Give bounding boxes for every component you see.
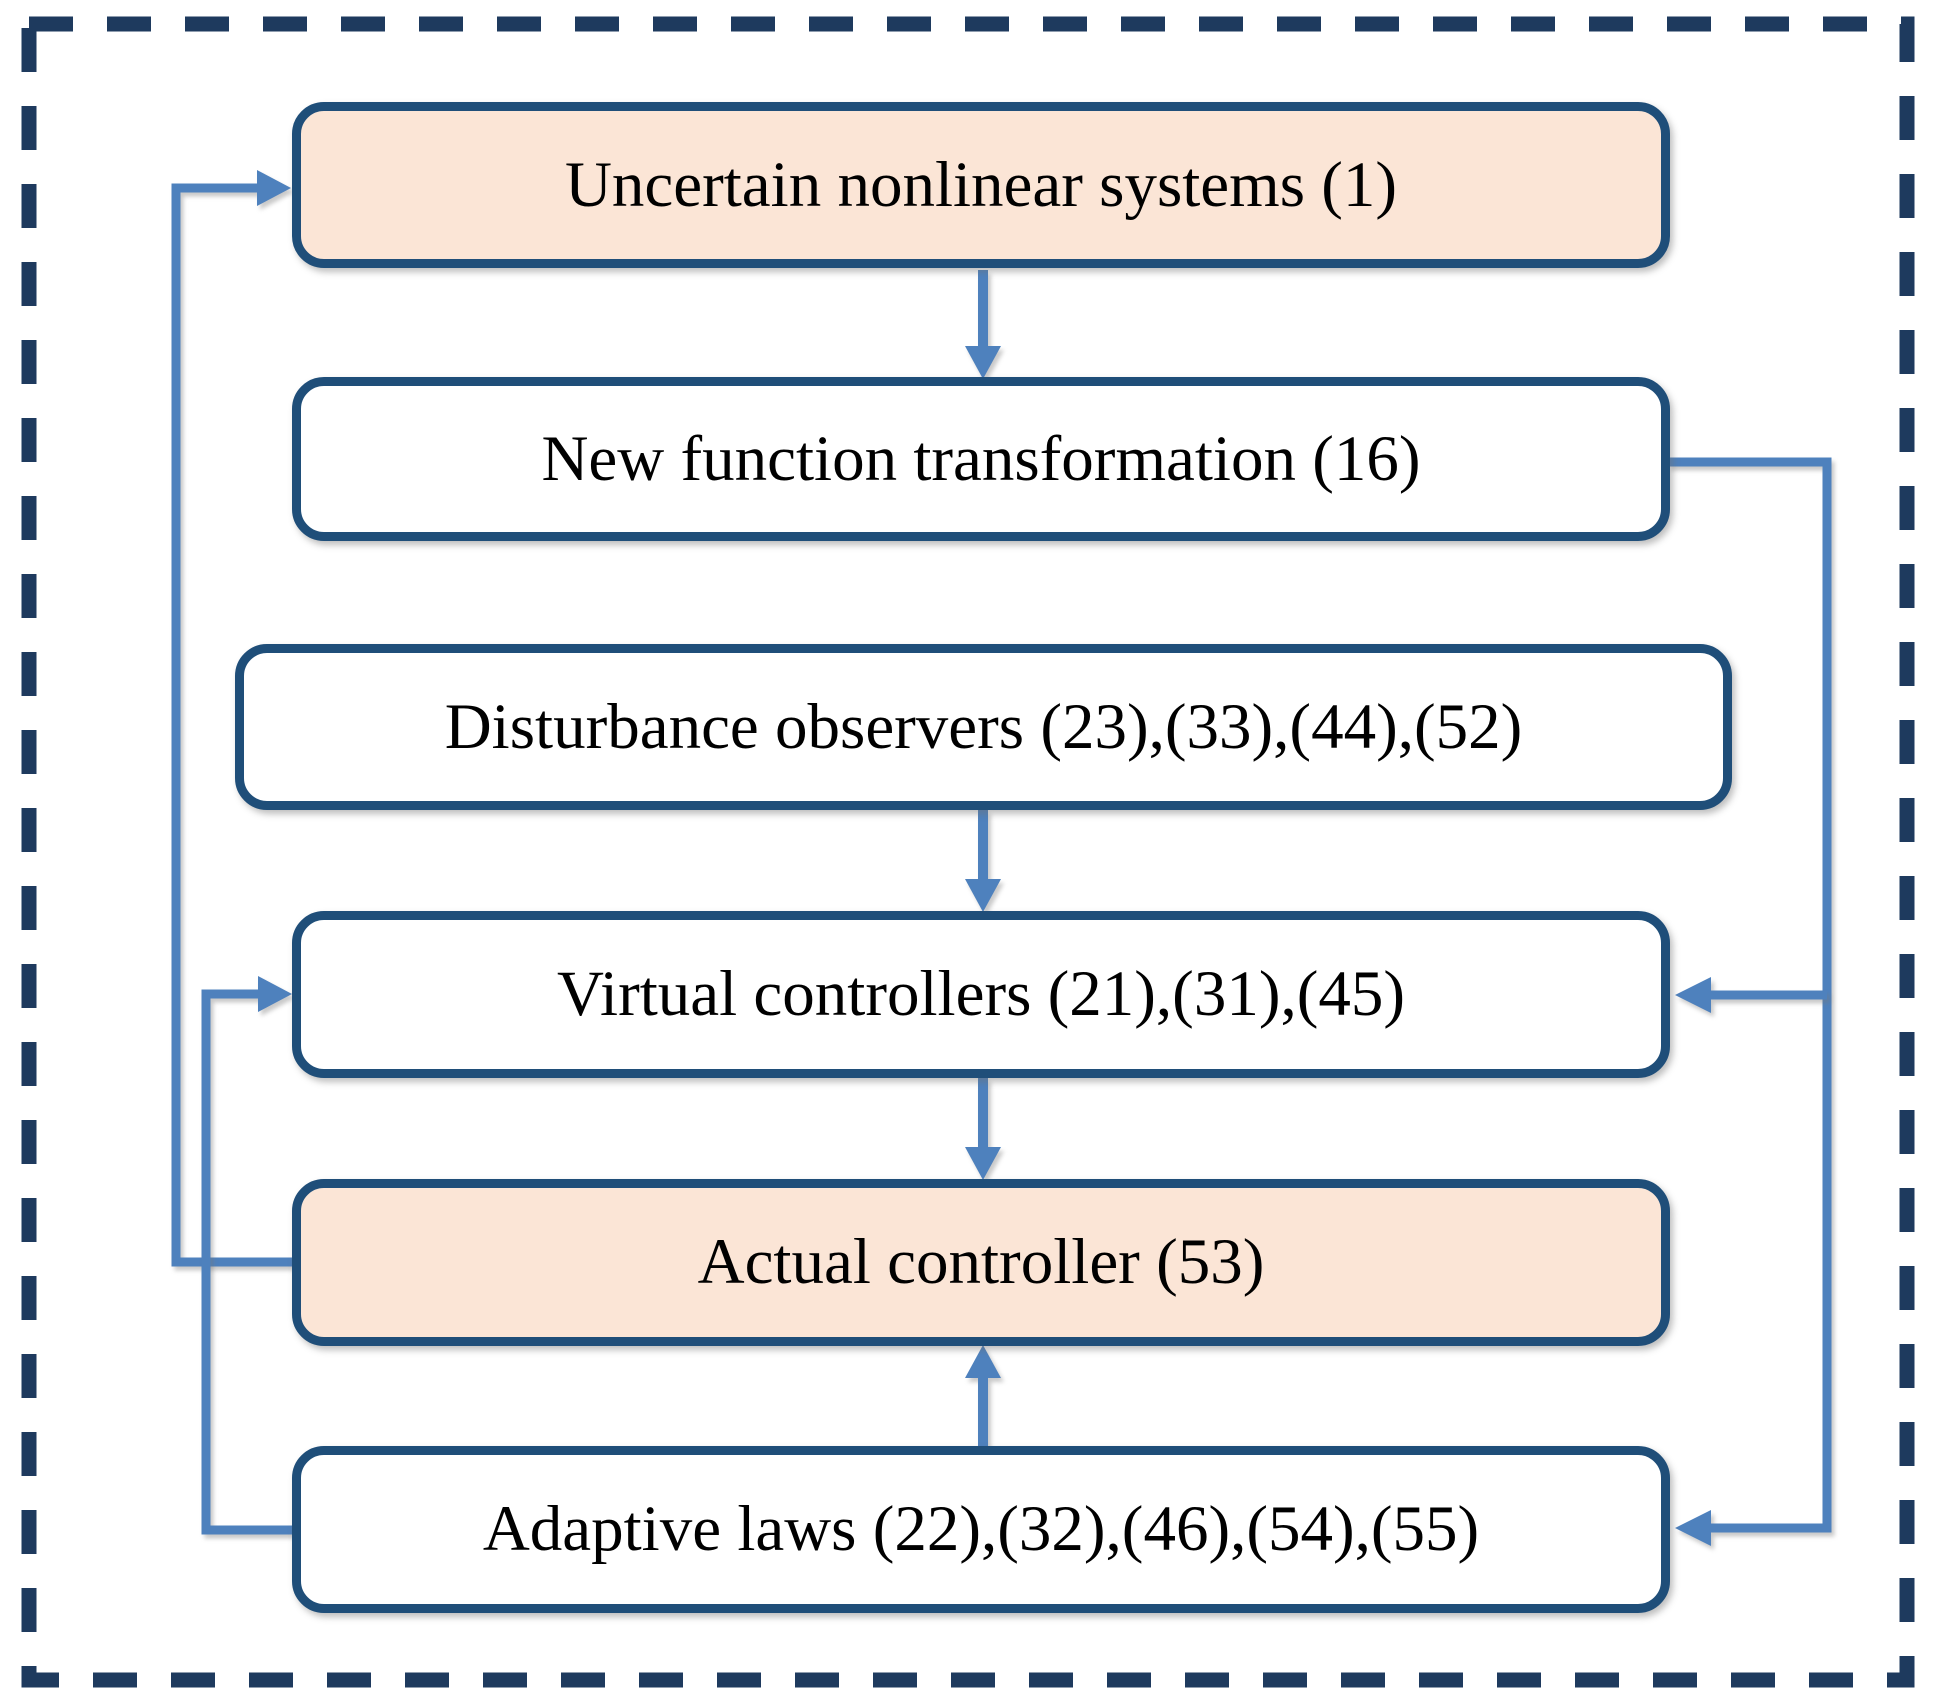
node-new-function-transformation: New function transformation (16)	[292, 377, 1670, 541]
arrowhead-left-icon	[1675, 1510, 1711, 1546]
edge-virtual-to-actual	[965, 1078, 1001, 1180]
arrowhead-left-icon	[1675, 977, 1711, 1013]
node-adaptive-laws: Adaptive laws (22),(32),(46),(54),(55)	[292, 1446, 1670, 1613]
edge-adaptive-to-actual	[965, 1345, 1001, 1446]
node-disturbance-observers: Disturbance observers (23),(33),(44),(52…	[235, 644, 1732, 810]
node-label: Disturbance observers (23),(33),(44),(52…	[444, 690, 1523, 763]
arrowhead-down-icon	[965, 1147, 1001, 1180]
node-label: Adaptive laws (22),(32),(46),(54),(55)	[482, 1493, 1480, 1566]
edge-uncertain-to-transformation	[965, 270, 1001, 379]
node-label: Actual controller (53)	[697, 1226, 1265, 1299]
node-actual-controller: Actual controller (53)	[292, 1179, 1670, 1346]
edge-actual-to-uncertain	[171, 170, 293, 1267]
edge-adaptive-to-virtual	[201, 976, 293, 1535]
edge-transformation-to-adaptive	[1668, 457, 1832, 1546]
arrowhead-down-icon	[965, 346, 1001, 379]
node-label: New function transformation (16)	[541, 422, 1421, 495]
edge-observers-to-virtual	[965, 810, 1001, 912]
dashed-outer-border	[21, 16, 1915, 1688]
node-uncertain-nonlinear-systems: Uncertain nonlinear systems (1)	[292, 102, 1670, 268]
node-virtual-controllers: Virtual controllers (21),(31),(45)	[292, 911, 1670, 1078]
arrowhead-right-icon	[258, 976, 292, 1012]
node-label: Virtual controllers (21),(31),(45)	[556, 958, 1406, 1031]
arrowhead-down-icon	[965, 879, 1001, 912]
node-label: Uncertain nonlinear systems (1)	[564, 148, 1398, 221]
arrowhead-up-icon	[965, 1345, 1001, 1378]
edge-transformation-to-virtual	[1675, 977, 1827, 1013]
arrowhead-right-icon	[257, 170, 291, 206]
